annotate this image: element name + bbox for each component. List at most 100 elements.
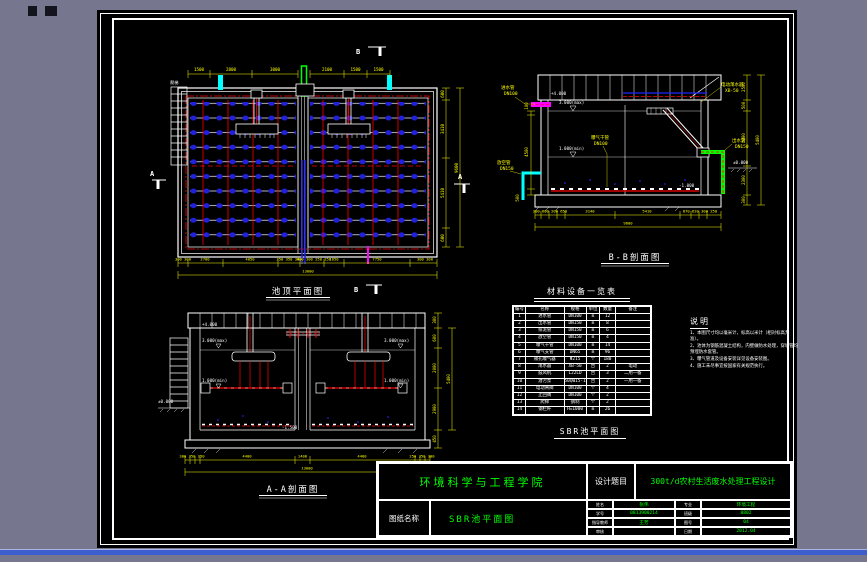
table-cell: 电动	[614, 363, 652, 372]
svg-text:放空管: 放空管	[497, 159, 511, 166]
section-marker-b-bottom: B	[354, 284, 382, 294]
table-header-cell: 编号	[512, 305, 526, 314]
aa-dims-right: 300 600 2000 2900 450 5400	[432, 312, 456, 449]
table-cell	[614, 341, 652, 350]
svg-text:5410: 5410	[642, 209, 652, 214]
titleblock-value: 张伟	[613, 500, 675, 509]
table-cell	[614, 355, 652, 365]
note-line: 3、曝气管道及设备安装详见设备安装图。	[690, 357, 772, 362]
svg-text:9600: 9600	[454, 162, 459, 173]
table-cell: 微孔曝气器	[524, 355, 565, 365]
table-cell: 50QW15-15	[563, 377, 587, 386]
svg-text:2000: 2000	[432, 363, 437, 373]
table-cell: 个	[585, 391, 601, 401]
svg-text:B-B剖面图: B-B剖面图	[609, 252, 662, 263]
svg-text:3.000(max): 3.000(max)	[202, 338, 227, 343]
svg-text:300: 300	[741, 196, 746, 204]
section-marker-a-right: A	[454, 173, 470, 193]
table-cell: 2	[599, 363, 616, 372]
table-cell: Φ215	[563, 355, 587, 365]
svg-text:DN100: DN100	[594, 141, 608, 147]
table-cell: DN100	[563, 312, 587, 321]
svg-text:500: 500	[741, 101, 746, 109]
svg-text:300: 300	[432, 316, 437, 324]
table-cell: 一用一备	[614, 377, 652, 386]
svg-text:7750: 7750	[372, 257, 382, 262]
table-cell: 台	[585, 370, 601, 379]
titleblock-value: 04	[701, 518, 791, 527]
table-cell: 2	[599, 377, 616, 386]
table-cell: 台	[585, 363, 601, 372]
equipment-table-header: 编号名称规格单位数量备注	[512, 305, 652, 314]
svg-text:-1.000: -1.000	[679, 183, 695, 188]
pipe-fitting-box	[295, 83, 315, 97]
table-cell: m	[585, 334, 601, 343]
note-line: 4、施工未尽事宜按国家有关规范执行。	[690, 364, 768, 369]
table-cell	[614, 312, 652, 321]
diffuser-grid-right	[310, 102, 426, 245]
table-cell: DN100	[563, 384, 587, 393]
table-cell: 12	[512, 391, 526, 401]
svg-text:1.000(min): 1.000(min)	[559, 146, 584, 151]
inlet-pipe-right	[387, 75, 392, 90]
svg-text:B: B	[356, 48, 360, 56]
table-cell: 钢栏杆	[524, 406, 565, 416]
toolbar-icon	[28, 6, 37, 16]
table-cell	[614, 334, 652, 343]
table-cell: 6	[512, 348, 526, 357]
plan-dims-top	[187, 70, 391, 78]
table-cell: m	[585, 406, 601, 416]
table-cell: m	[585, 348, 601, 357]
table-cell: H=1000	[563, 406, 587, 416]
aa-title: A-A剖面图	[259, 484, 327, 499]
table-cell: 26	[599, 406, 616, 416]
table-cell: 3	[599, 370, 616, 379]
svg-text:600: 600	[440, 234, 445, 242]
table-cell: m	[585, 327, 601, 336]
svg-text:500: 500	[515, 194, 520, 202]
titleblock-value: 0802	[701, 509, 791, 518]
sheet-border-inner	[112, 18, 789, 540]
titleblock-value	[613, 527, 675, 536]
table-cell: 潜污泵	[524, 377, 565, 386]
table-cell: DN150	[563, 319, 587, 329]
table-cell: 钢制	[563, 399, 587, 408]
section-marker-b-top: B	[356, 46, 386, 56]
svg-text:2100: 2100	[322, 67, 333, 72]
table-cell: 排泥管	[524, 327, 565, 336]
svg-text:1650: 1650	[329, 257, 339, 262]
bb-leader-labels: 进水管 DN100 曝气干管 DN100 电动滗水器 XB-50 出水管 DN1…	[497, 81, 749, 187]
svg-text:B: B	[354, 286, 358, 294]
svg-text:5400: 5400	[446, 374, 451, 384]
table-cell: 6	[599, 327, 616, 336]
svg-text:870 620 300 250: 870 620 300 250	[683, 209, 718, 214]
table-cell: 1	[512, 312, 526, 321]
titleblock-label: 日期	[675, 527, 701, 536]
svg-text:5400: 5400	[741, 133, 746, 143]
svg-text:2800: 2800	[226, 67, 237, 72]
aeration-branch-pipes	[192, 100, 424, 245]
table-cell	[614, 399, 652, 408]
table-header-cell: 备注	[614, 305, 652, 314]
svg-text:4400: 4400	[242, 454, 252, 459]
table-cell: 个	[585, 399, 601, 408]
svg-text:4400: 4400	[357, 454, 367, 459]
table-cell: L22LD	[563, 370, 587, 379]
titleblock-label: 班级	[675, 509, 701, 518]
table-cell: m	[585, 341, 601, 350]
table-cell: 鼓风机	[524, 370, 565, 379]
svg-text:3.000(max): 3.000(max)	[559, 100, 584, 105]
table-cell: 14	[599, 341, 616, 350]
svg-text:1.000(min): 1.000(min)	[202, 378, 227, 383]
titleblock-label: 学号	[587, 509, 613, 518]
diffuser-grid-left	[190, 102, 296, 245]
notes-lines: 1、本图尺寸均以毫米计，标高以米计（相对标高为准）。2、池体为钢筋混凝土结构，内…	[690, 331, 800, 370]
svg-text:-1.500: -1.500	[282, 425, 298, 430]
svg-text:3.000(max): 3.000(max)	[384, 338, 409, 343]
subject-value: 300t/d农村生活废水处理工程设计	[635, 463, 791, 500]
table-cell: 10	[512, 377, 526, 386]
svg-text:1500: 1500	[194, 67, 205, 72]
